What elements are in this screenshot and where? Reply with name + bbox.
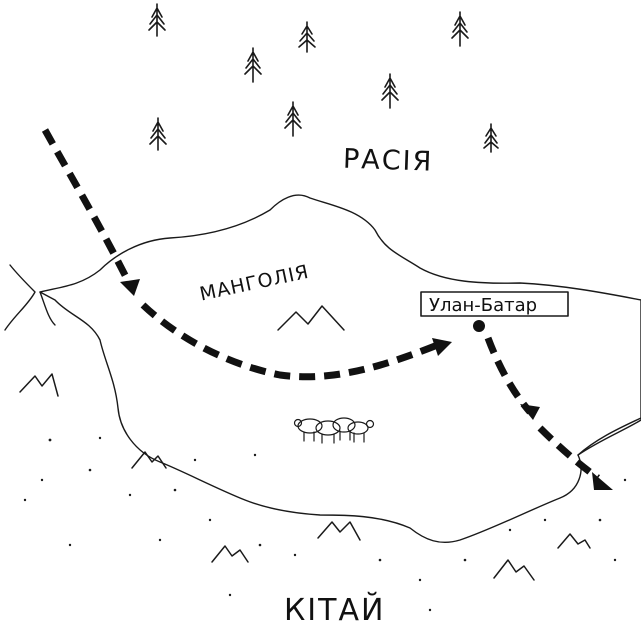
- route: [41, 128, 613, 490]
- borders: [4, 194, 641, 544]
- steppe-dots: [23, 436, 627, 612]
- route-arrowhead: [592, 472, 613, 490]
- label-russia: РАСІЯ: [342, 144, 433, 178]
- capital-label-box: [420, 291, 569, 317]
- mountain-icon: [211, 545, 249, 563]
- route-segment-east: [484, 336, 533, 415]
- route-arrowhead: [120, 279, 140, 296]
- tree-icon: [244, 47, 262, 83]
- sheep-herd-icon: [293, 417, 375, 444]
- label-capital: Улан-Батар: [429, 295, 537, 316]
- route-arrowhead: [520, 404, 540, 420]
- tree-icon: [298, 21, 316, 53]
- mongolia-border: [39, 194, 641, 544]
- tree-icon: [483, 123, 499, 153]
- capital-marker-icon: [473, 320, 485, 332]
- mountains: [19, 305, 591, 581]
- western-border: [4, 264, 36, 331]
- tree-icon: [381, 73, 399, 109]
- route-segment-south: [537, 425, 601, 481]
- mountain-icon: [493, 559, 535, 581]
- label-mongolia: МАНГОЛІЯ: [198, 261, 311, 306]
- mountain-icon: [19, 373, 59, 397]
- trees: [148, 3, 499, 153]
- tree-icon: [149, 117, 167, 151]
- route-segment-west: [140, 302, 442, 381]
- mountain-icon: [557, 533, 591, 549]
- route-segment-north: [41, 128, 134, 287]
- eastern-border: [577, 417, 641, 456]
- route-arrowhead: [432, 338, 452, 356]
- mountain-icon: [131, 451, 167, 469]
- tree-icon: [451, 11, 469, 47]
- mountain-icon: [317, 521, 361, 541]
- western-border-inner: [39, 291, 56, 326]
- tree-icon: [284, 101, 302, 137]
- mountain-icon: [277, 305, 345, 331]
- tree-icon: [148, 3, 166, 37]
- label-china: КІТАЙ: [284, 592, 385, 624]
